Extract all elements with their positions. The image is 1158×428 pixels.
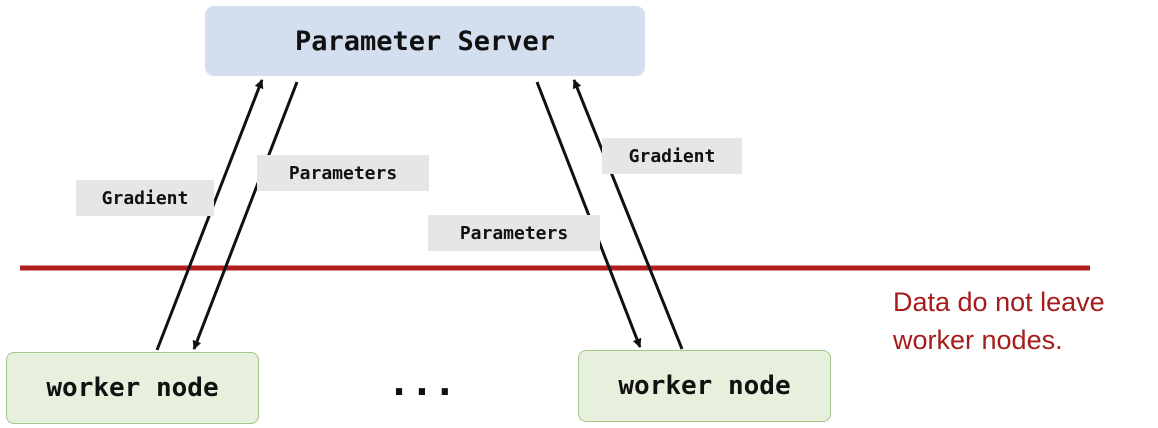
parameters-arrow-right bbox=[535, 81, 642, 348]
worker-node-left: worker node bbox=[6, 352, 259, 424]
privacy-note-line-2: worker nodes. bbox=[893, 325, 1063, 355]
privacy-note: Data do not leave worker nodes. bbox=[893, 283, 1153, 359]
gradient-arrow-right bbox=[572, 79, 684, 350]
parameters-label-left: Parameters bbox=[257, 155, 429, 191]
gradient-label-left: Gradient bbox=[76, 180, 214, 216]
parameter-server-node: Parameter Server bbox=[205, 6, 645, 76]
parameter-server-label: Parameter Server bbox=[294, 25, 556, 57]
parameters-label-right: Parameters bbox=[428, 215, 600, 251]
worker-node-right-label: worker node bbox=[618, 371, 791, 401]
worker-node-left-label: worker node bbox=[46, 373, 219, 403]
worker-node-right: worker node bbox=[578, 350, 831, 422]
parameters-arrow-left bbox=[192, 81, 299, 350]
gradient-label-right: Gradient bbox=[602, 138, 742, 174]
privacy-note-line-1: Data do not leave bbox=[893, 287, 1105, 317]
more-workers-ellipsis: ... bbox=[387, 360, 457, 404]
